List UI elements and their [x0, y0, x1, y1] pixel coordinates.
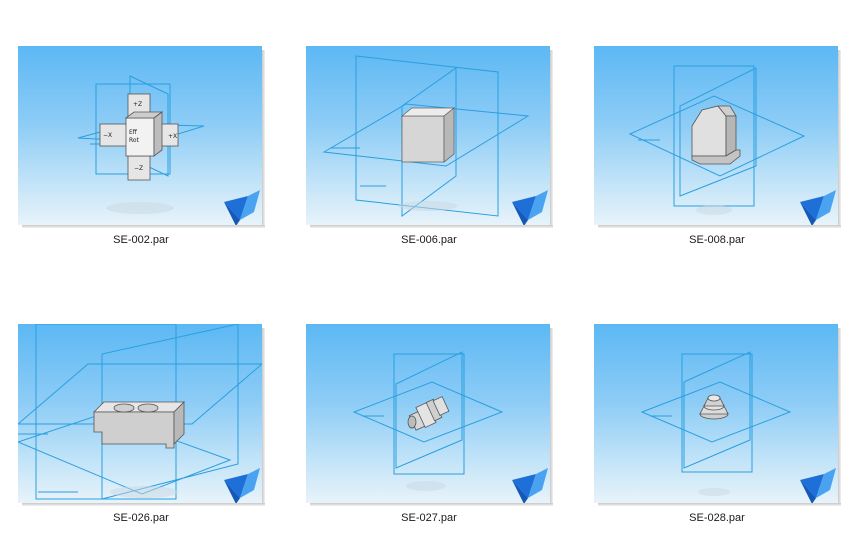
file-name-label: SE-008.par — [689, 234, 745, 246]
plate-icon — [18, 324, 262, 500]
svg-text:Eff: Eff — [129, 129, 138, 136]
svg-text:Rot: Rot — [129, 137, 140, 144]
file-name-label: SE-002.par — [113, 234, 169, 246]
thumbnail-preview — [306, 46, 550, 225]
thumbnail-frame — [18, 324, 265, 506]
file-name-label: SE-027.par — [401, 512, 457, 524]
file-item-se-008[interactable]: SE-008.par — [594, 46, 854, 261]
thumbnail-preview — [594, 46, 838, 225]
cube-axis-icon: +Z −Z −X +X Eff Rot — [77, 75, 205, 214]
file-item-se-027[interactable]: SE-027.par — [306, 324, 566, 539]
file-item-se-028[interactable]: SE-028.par — [594, 324, 854, 539]
cone-icon — [640, 351, 792, 496]
file-item-se-006[interactable]: SE-006.par — [306, 46, 566, 261]
solid-edge-badge-icon — [224, 468, 260, 503]
svg-text:+X: +X — [168, 133, 177, 140]
thumbnail-frame — [306, 324, 553, 506]
solid-edge-badge-icon — [224, 190, 260, 225]
thumbnail-frame — [594, 324, 841, 506]
file-item-se-026[interactable]: SE-026.par — [18, 324, 278, 539]
thumbnail-frame: +Z −Z −X +X Eff Rot — [18, 46, 265, 228]
svg-text:−Z: −Z — [134, 165, 143, 172]
solid-edge-badge-icon — [800, 468, 836, 503]
bracket-icon — [628, 65, 806, 215]
file-name-label: SE-028.par — [689, 512, 745, 524]
thumbnail-frame — [594, 46, 841, 228]
solid-edge-badge-icon — [800, 190, 836, 225]
solid-edge-badge-icon — [512, 190, 548, 225]
thumbnail-frame — [306, 46, 553, 228]
file-item-se-002[interactable]: +Z −Z −X +X Eff Rot SE-002.p — [18, 46, 278, 261]
svg-text:+Z: +Z — [133, 101, 142, 108]
thumbnail-preview — [306, 324, 550, 503]
thumbnail-preview — [18, 324, 262, 503]
thumbnail-preview: +Z −Z −X +X Eff Rot — [18, 46, 262, 225]
shaft-icon — [352, 351, 504, 491]
solid-edge-badge-icon — [512, 468, 548, 503]
file-name-label: SE-006.par — [401, 234, 457, 246]
box-icon — [322, 55, 530, 217]
file-name-label: SE-026.par — [113, 512, 169, 524]
svg-text:−X: −X — [103, 132, 112, 139]
thumbnail-preview — [594, 324, 838, 503]
